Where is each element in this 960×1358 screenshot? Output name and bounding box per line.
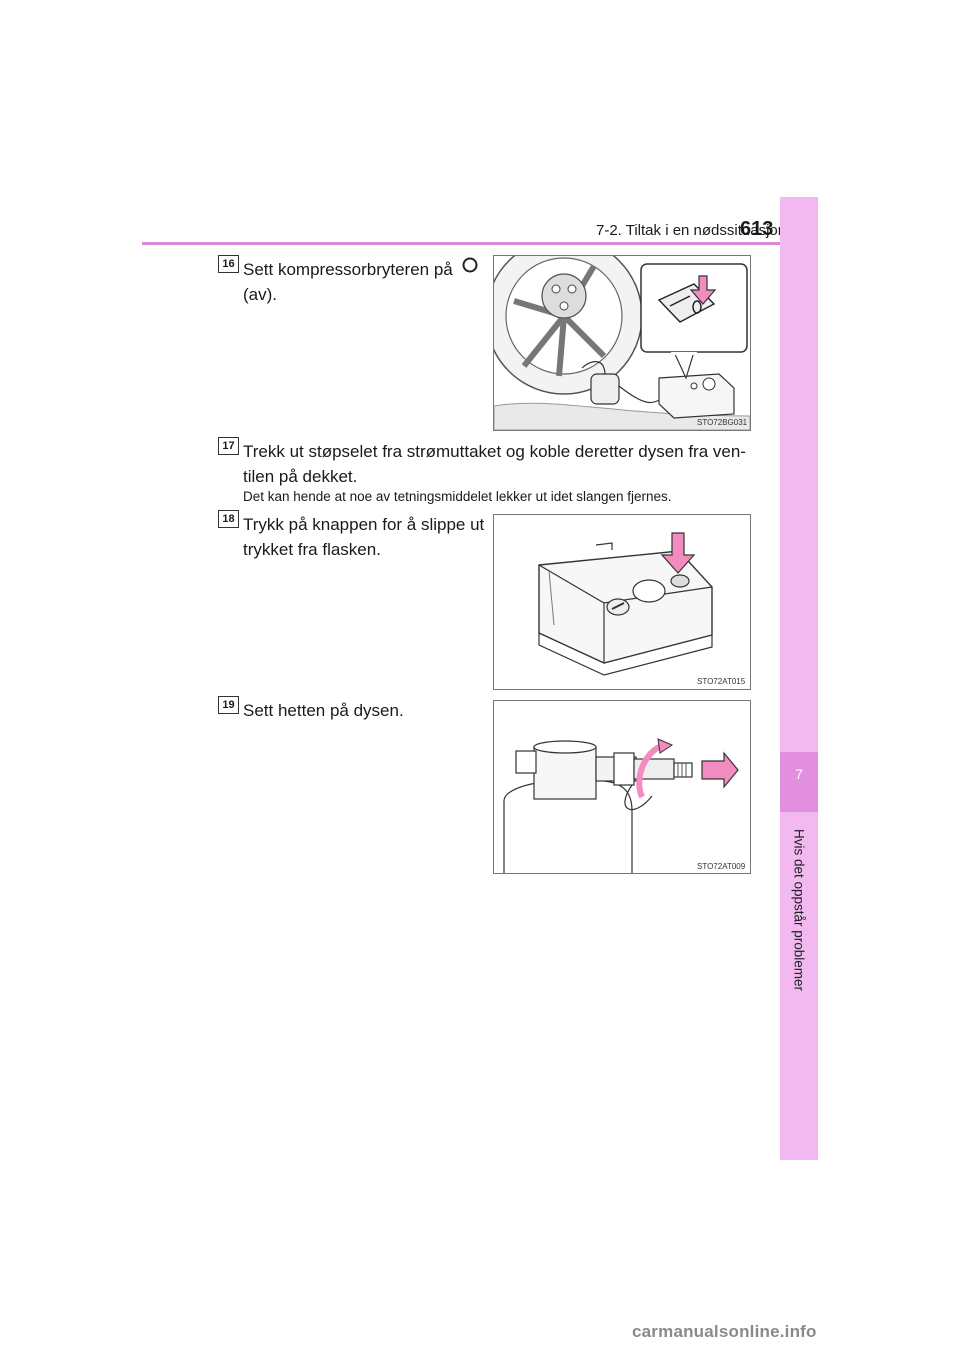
step-number-badge: 19: [218, 696, 239, 714]
figure-code: STO72BG031: [697, 418, 748, 427]
chapter-number-block: [780, 752, 818, 812]
step-17-text-line2: tilen på dekket.: [243, 467, 358, 486]
figure-pressure-release-button: [493, 514, 751, 690]
step-19-text-line1: Sett hetten på dysen.: [243, 701, 404, 720]
step-18-text-line2: trykket fra flasken.: [243, 540, 381, 559]
chapter-title-wrap: Hvis det oppstår problemer: [780, 812, 818, 1008]
step-16-text-line1: Sett kompressorbryteren på: [243, 260, 453, 279]
step-number-badge: 18: [218, 510, 239, 528]
step-16-text-line2: (av).: [243, 285, 277, 304]
figure-code: STO72AT015: [697, 677, 746, 686]
step-17-note: Det kan hende at noe av tetningsmiddelet…: [243, 489, 672, 504]
watermark: carmanualsonline.info: [632, 1322, 817, 1341]
figure-compressor-switch: [493, 255, 751, 431]
chapter-title: Hvis det oppstår problemer: [791, 828, 807, 992]
figure-code: STO72AT009: [697, 862, 746, 871]
figure-nozzle-cap: [493, 700, 751, 874]
step-18-text-line1: Trykk på knappen for å slippe ut: [243, 515, 485, 534]
step-17-text-line1: Trekk ut støpselet fra strømuttaket og k…: [243, 442, 746, 461]
step-number-badge: 16: [218, 255, 239, 273]
section-title: 7-2. Tiltak i en nødssituasjon: [596, 222, 787, 239]
off-circle-icon: [462, 257, 478, 273]
chapter-side-tab: [780, 197, 818, 1160]
header-rule: [142, 242, 818, 245]
chapter-number: 7: [795, 766, 803, 782]
step-number-badge: 17: [218, 437, 239, 455]
page-number: 613: [740, 218, 774, 240]
